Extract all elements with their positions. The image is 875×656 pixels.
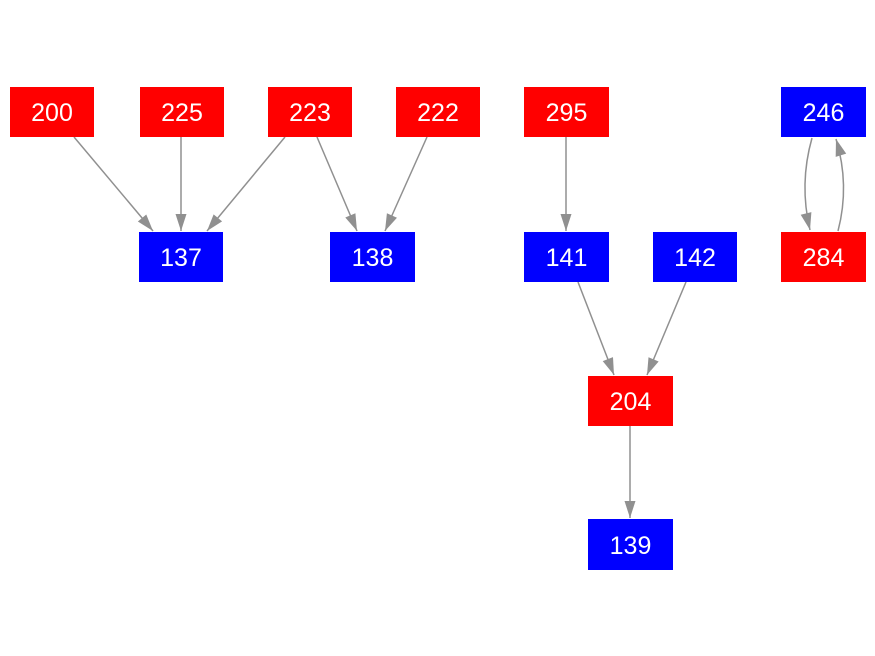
node-222: 222 [396, 87, 480, 137]
arrowhead-284-246 [835, 139, 847, 157]
node-295: 295 [524, 87, 609, 137]
node-142: 142 [653, 232, 737, 282]
edge-223-138 [316, 136, 358, 232]
edge-200-137 [73, 136, 154, 232]
node-284: 284 [781, 232, 866, 282]
arrowhead-141-204 [602, 357, 614, 375]
arrowhead-223-137 [207, 214, 223, 231]
node-225: 225 [140, 87, 224, 137]
node-137: 137 [139, 232, 223, 282]
arrowhead-246-284 [800, 212, 812, 230]
arrowhead-225-137 [175, 214, 187, 231]
arrowhead-295-141 [560, 214, 572, 231]
node-141: 141 [524, 232, 609, 282]
node-204: 204 [588, 376, 673, 426]
arrowhead-222-138 [385, 213, 397, 231]
node-246: 246 [781, 87, 866, 137]
arrowhead-200-137 [137, 214, 153, 231]
arrowhead-142-204 [647, 357, 659, 375]
edge-222-138 [384, 136, 428, 232]
node-139: 139 [588, 519, 673, 570]
node-138: 138 [330, 232, 415, 282]
node-200: 200 [10, 87, 94, 137]
edge-223-137 [206, 136, 286, 232]
arrowhead-204-139 [624, 501, 636, 518]
node-223: 223 [268, 87, 352, 137]
arrowhead-223-138 [345, 213, 357, 231]
